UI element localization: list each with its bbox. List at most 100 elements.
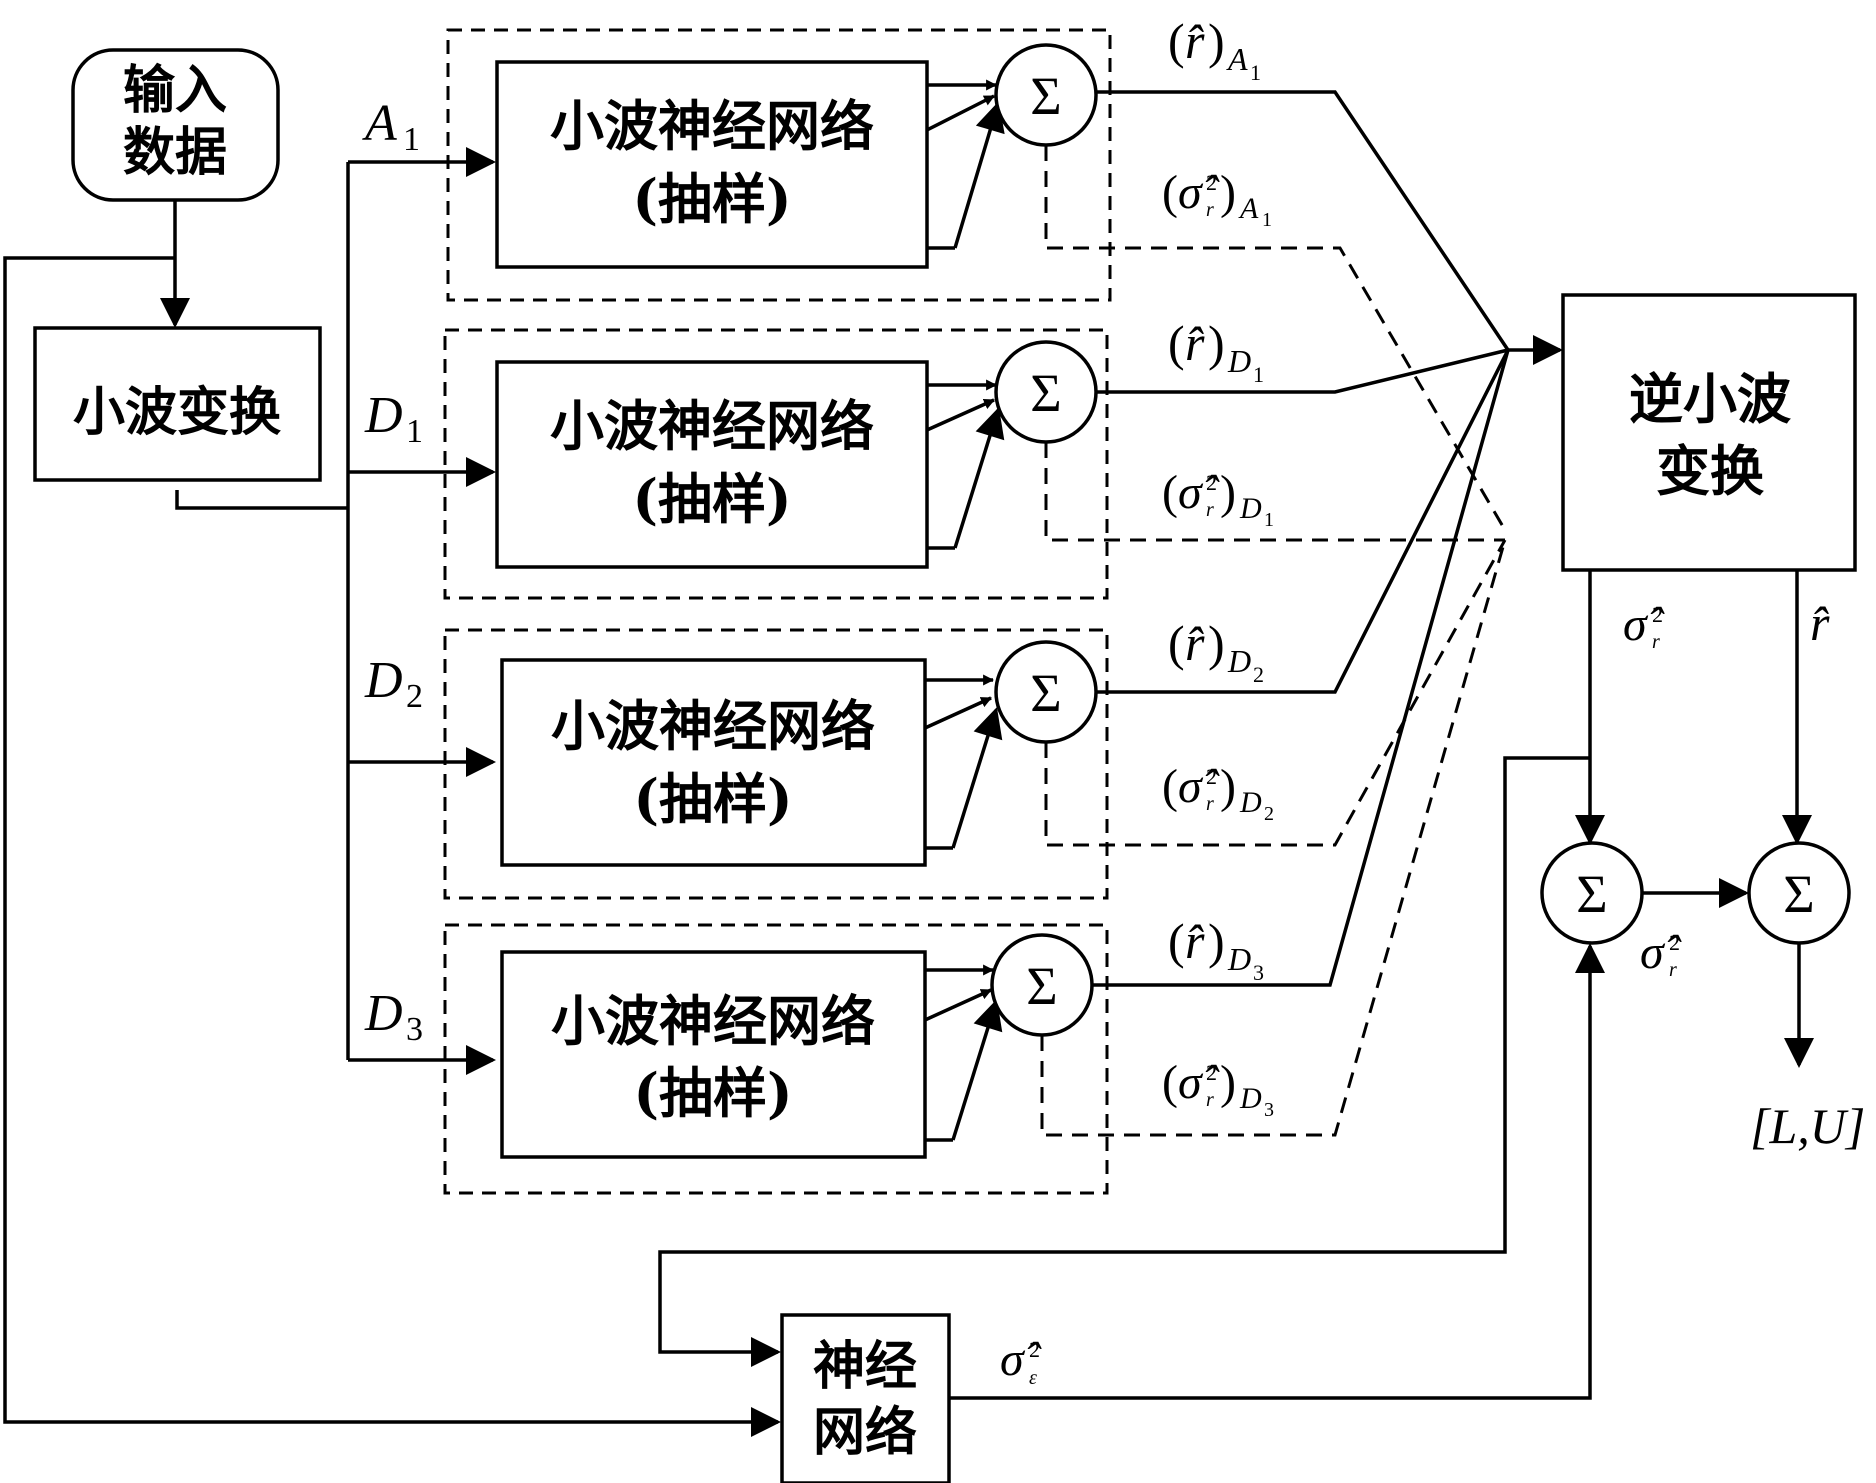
branch-d3-network-box [500,950,927,1159]
svg-text:A: A [1226,41,1248,77]
svg-text:1: 1 [1262,209,1272,231]
branch-d1-network-sublabel: (抽样) [632,467,791,531]
interval-sum-symbol: Σ [1783,864,1814,924]
svg-text:2: 2 [406,678,423,715]
branch-d3-network-sublabel: (抽样) [633,1061,792,1125]
svg-text:r: r [1652,631,1660,653]
mean-label-d1: ( r̂ ) D 1 [1168,315,1264,387]
svg-text:): ) [1208,13,1225,69]
svg-text:): ) [1220,466,1236,519]
svg-text:): ) [1208,315,1225,371]
svg-text:): ) [1220,760,1236,813]
coef-label-d3: D 3 [364,985,423,1048]
svg-text:D: D [1227,643,1251,679]
svg-text:r̂: r̂ [1185,913,1205,969]
variance-wire-d1 [1044,442,1505,542]
branch-d2-network-sublabel: (抽样) [633,767,792,831]
svg-text:D: D [1239,786,1262,819]
svg-text:r̂: r̂ [1185,13,1205,69]
svg-text:2: 2 [1206,470,1217,495]
arrow-input-to-neural-net [3,256,781,1437]
svg-text:2: 2 [1264,803,1274,825]
branch-d2-network-label: 小波神经网络 [551,694,875,758]
svg-text:2: 2 [1206,170,1217,195]
svg-text:): ) [1220,166,1236,219]
variance-sum-symbol: Σ [1576,864,1607,924]
svg-text:D: D [1227,941,1251,977]
svg-text:D: D [1239,492,1262,525]
svg-text:A: A [362,95,397,152]
svg-text:D: D [364,387,403,444]
branch-d2: 小波神经网络 (抽样) Σ [443,628,1109,900]
branch-d1: 小波神经网络 (抽样) Σ [443,328,1109,600]
svg-text:3: 3 [1264,1099,1274,1121]
branch-a1-network-box [495,60,929,269]
mean-wire-d3 [1092,349,1510,987]
svg-text:): ) [1208,913,1225,969]
inverse-transform-label-2: 变换 [1656,439,1764,503]
svg-text:r: r [1206,793,1214,815]
svg-text:1: 1 [1253,362,1264,387]
svg-text:(: ( [1162,166,1178,219]
branch-a1-sum-symbol: Σ [1030,66,1061,126]
branch-a1: 小波神经网络 (抽样) Σ [446,28,1112,302]
svg-text:r̂: r̂ [1185,615,1205,671]
svg-text:D: D [1239,1082,1262,1115]
svg-text:r̂: r̂ [1185,315,1205,371]
input-data-node: 输入 数据 [71,48,280,202]
branch-a1-network-label: 小波神经网络 [550,94,874,158]
branch-d3-network-label: 小波神经网络 [551,989,875,1053]
inverse-variance-label: σ̂ 2 r [1623,598,1665,653]
svg-text:3: 3 [1253,960,1264,985]
coef-label-d1: D 1 [364,387,423,450]
svg-text:(: ( [1168,913,1185,969]
svg-text:r̂: r̂ [1810,595,1830,651]
branch-d3-group-frame [443,923,1109,1195]
neural-net-label-2: 网络 [813,1402,917,1463]
total-variance-label: σ̂ 2 r [1640,926,1682,981]
svg-text:2: 2 [1253,662,1264,687]
branch-a1-group-frame [446,28,1112,302]
svg-text:2: 2 [1652,602,1663,627]
variance-label-a1: ( σ̂ 2 r ) A 1 [1162,166,1272,231]
svg-text:2: 2 [1669,930,1680,955]
transform-output-wire [175,490,348,510]
variance-label-d3: ( σ̂ 2 r ) D 3 [1162,1056,1274,1121]
branch-a1-network-sublabel: (抽样) [632,167,791,231]
input-data-label-2: 数据 [123,122,227,183]
mean-wire-d2 [1096,349,1510,694]
branch-d1-network-box [495,360,929,569]
svg-text:1: 1 [1264,509,1274,531]
mean-label-d3: ( r̂ ) D 3 [1168,913,1264,985]
svg-text:r: r [1669,959,1677,981]
svg-text:r: r [1206,1089,1214,1111]
svg-text:D: D [364,985,403,1042]
mean-wire-d1 [1096,348,1509,394]
variance-wire-d2 [1044,539,1507,847]
svg-text:1: 1 [403,121,420,158]
inverse-transform-label-1: 逆小波 [1629,367,1791,431]
svg-text:(: ( [1168,315,1185,371]
inverse-transform-node: 逆小波 变换 [1561,293,1857,572]
svg-text:2: 2 [1206,764,1217,789]
coef-label-a1: A 1 [362,95,420,158]
branch-d2-group-frame [443,628,1109,900]
arrow-neural-net-to-sum [949,943,1605,1400]
mean-label-d2: ( r̂ ) D 2 [1168,615,1264,687]
branch-d1-sum-symbol: Σ [1030,363,1061,423]
input-data-label-1: 输入 [123,60,227,121]
svg-text:2: 2 [1029,1337,1040,1362]
wavelet-transform-label: 小波变换 [73,382,281,443]
variance-label-d1: ( σ̂ 2 r ) D 1 [1162,466,1274,531]
svg-text:(: ( [1168,13,1185,69]
svg-text:r: r [1206,199,1214,221]
inverse-mean-label: r̂ [1810,595,1830,651]
coef-label-d2: D 2 [364,652,423,715]
svg-text:1: 1 [406,413,423,450]
branch-d3: 小波神经网络 (抽样) Σ [443,923,1109,1195]
svg-text:(: ( [1162,760,1178,813]
svg-text:(: ( [1162,466,1178,519]
svg-text:A: A [1238,192,1259,225]
wavelet-transform-node: 小波变换 [33,326,322,482]
